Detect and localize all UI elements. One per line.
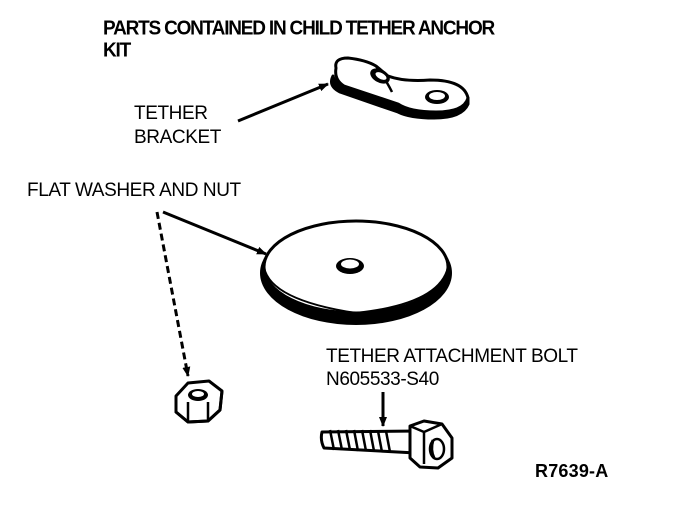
tether-bracket-leader [237,82,329,123]
tether-bracket-label-line-2: BRACKET [134,127,221,148]
leader-lines [155,82,387,427]
hex-nut-part [174,379,224,424]
tether-bracket-label-line-1: TETHER [134,103,208,124]
washer-nut-label: FLAT WASHER AND NUT [27,180,241,201]
diagram-title-line-2: KIT [103,39,131,62]
bolt-label-line-1: TETHER ATTACHMENT BOLT [326,346,578,367]
washer-leader [162,210,267,256]
bolt-part-number: N605533-S40 [326,369,439,390]
diagram-title-line-1: PARTS CONTAINED IN CHILD TETHER ANCHOR [103,17,495,40]
figure-code: R7639-A [535,461,609,481]
flat-washer-part [260,219,452,325]
nut-leader [155,211,191,377]
tether-attachment-bolt-part [319,419,454,470]
tether-bracket-part [330,56,470,120]
